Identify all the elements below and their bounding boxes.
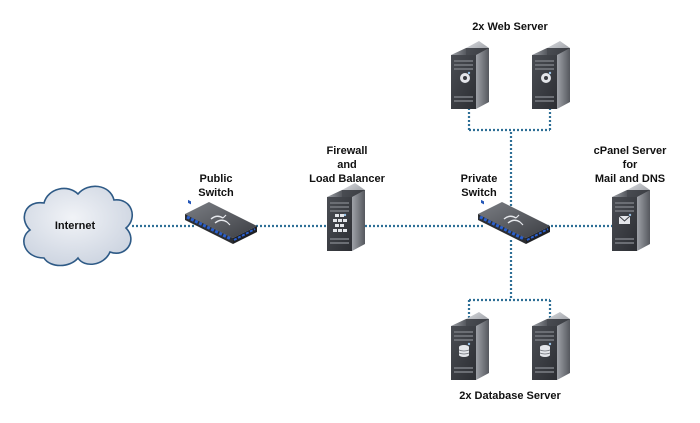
private-switch-label-line-2: Switch [461, 187, 497, 199]
firewall-label: Firewall and Load Balancer [297, 144, 397, 186]
public-switch-label-line-2: Switch [198, 187, 234, 199]
public-switch-icon [183, 198, 259, 246]
cpanel-server-label-line-2: for [622, 159, 638, 171]
web-servers-label: 2x Web Server [472, 21, 548, 33]
cpanel-server-label-line-1: cPanel Server [593, 145, 667, 157]
cpanel-server-icon [612, 183, 650, 251]
internet-label: Internet [54, 220, 96, 232]
database-servers-label: 2x Database Server [459, 390, 561, 402]
web-server-1-icon [451, 41, 489, 109]
internet-cloud-icon [23, 185, 134, 267]
web-server-2-icon [532, 41, 570, 109]
database-server-1-icon [451, 312, 489, 380]
public-switch-label: Public Switch [186, 172, 246, 200]
firewall-label-line-1: Firewall [326, 145, 368, 157]
private-switch-label: Private Switch [449, 172, 509, 200]
connections [132, 105, 615, 322]
cpanel-server-label-line-3: Mail and DNS [594, 173, 666, 185]
firewall-label-line-3: Load Balancer [309, 173, 385, 185]
public-switch-label-line-1: Public [199, 173, 233, 185]
firewall-label-line-2: and [337, 159, 357, 171]
cpanel-server-label: cPanel Server for Mail and DNS [580, 144, 680, 186]
private-switch-label-line-1: Private [460, 173, 498, 185]
database-server-2-icon [532, 312, 570, 380]
firewall-server-icon [327, 183, 365, 251]
private-switch-icon [476, 198, 552, 246]
